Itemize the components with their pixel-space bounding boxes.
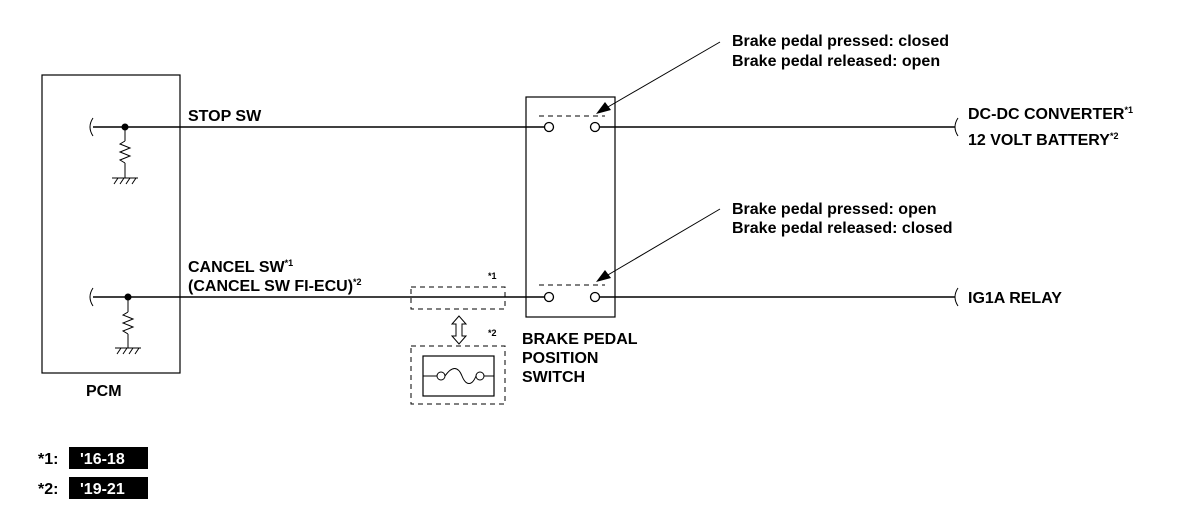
upper-switch-contact [539,115,605,133]
top-note-line2: Brake pedal released: open [732,53,940,70]
pcm-lower-pullup [89,287,180,355]
legend-key-2: *2: [38,481,58,498]
variant-1-marker: *1 [488,271,497,281]
fuse-icon [423,368,494,384]
legend-badge-2 [69,477,148,499]
ig1a-break [954,287,959,307]
switch-label-line3: SWITCH [522,369,585,386]
dc-dc-break [954,117,959,137]
top-note-line1: Brake pedal pressed: closed [732,33,949,50]
legend-badge-1 [69,447,148,469]
variant-1-dashed-box [410,286,506,310]
pcm-upper-pullup [89,117,180,185]
switch-label-line1: BRAKE PEDAL [522,331,638,348]
brake-pedal-switch-box [525,96,616,318]
double-arrow-icon [450,315,468,345]
switch-label-line2: POSITION [522,350,598,367]
battery-label: 12 VOLT BATTERY*2 [968,131,1118,149]
top-callout-arrow [596,41,721,114]
variant-2-marker: *2 [488,328,497,338]
variant-2-dashed-box [410,345,506,405]
ig1a-relay-label: IG1A RELAY [968,290,1062,307]
pcm-label: PCM [86,383,122,400]
legend: *1: '16-18 *2: '19-21 [38,447,148,499]
variant-section: *1 *2 [410,271,506,405]
pcm-box [41,74,181,374]
legend-value-1: '16-18 [80,451,125,468]
bottom-note-line1: Brake pedal pressed: open [732,201,937,218]
stop-sw-label: STOP SW [188,108,262,125]
legend-value-2: '19-21 [80,481,125,498]
legend-key-1: *1: [38,451,58,468]
dc-dc-converter-label: DC-DC CONVERTER*1 [968,105,1133,123]
bottom-note-line2: Brake pedal released: closed [732,220,953,237]
lower-switch-contact [539,284,605,303]
bottom-callout-arrow [596,208,721,282]
cancel-sw-fi-ecu-label: (CANCEL SW FI-ECU)*2 [188,277,362,295]
cancel-sw-label: CANCEL SW*1 [188,258,293,276]
